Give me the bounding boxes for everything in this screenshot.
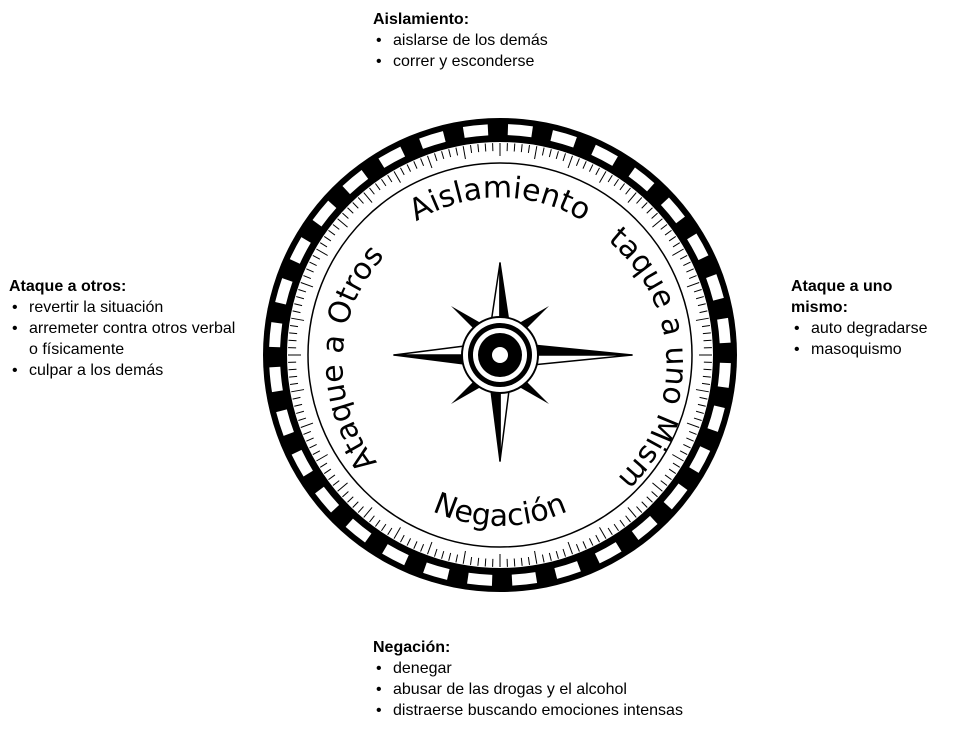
list-item: correr y esconderse [373,51,733,72]
attack-self-description: Ataque a uno mismo: auto degradarse maso… [791,276,951,360]
ring-white-segments [269,124,731,586]
attack-others-title: Ataque a otros: [9,278,127,295]
list-item: aislarse de los demás [373,30,733,51]
isolation-title: Aislamiento: [373,11,470,28]
list-item: revertir la situación [9,297,239,318]
attack-self-list: auto degradarse masoquismo [791,318,951,360]
isolation-description: Aislamiento: aislarse de los demás corre… [373,9,733,72]
list-item: denegar [373,658,753,679]
list-item: abusar de las drogas y el alcohol [373,679,753,700]
degree-ticks [288,143,712,567]
denial-list: denegar abusar de las drogas y el alcoho… [373,658,753,721]
attack-self-title: Ataque a uno mismo: [791,278,893,316]
list-item: arremeter contra otros verbal o físicame… [9,318,239,360]
list-item: masoquismo [791,339,951,360]
compass-diagram: Aislamiento Ataque a uno Mismo Negación … [240,95,737,592]
attack-others-description: Ataque a otros: revertir la situación ar… [9,276,239,381]
isolation-list: aislarse de los demás correr y esconders… [373,30,733,72]
denial-description: Negación: denegar abusar de las drogas y… [373,637,753,721]
denial-title: Negación: [373,639,451,656]
attack-others-list: revertir la situación arremeter contra o… [9,297,239,381]
list-item: auto degradarse [791,318,951,339]
compass-rose [393,262,633,462]
list-item: distraerse buscando emociones intensas [373,700,753,721]
list-item: culpar a los demás [9,360,239,381]
